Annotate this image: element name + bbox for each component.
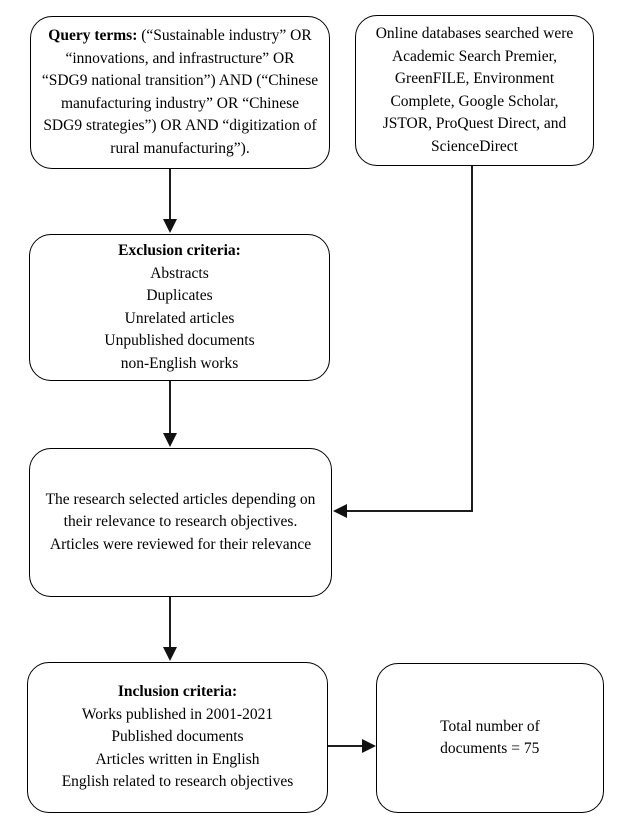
total-documents-box: Total number of documents = 75 (376, 663, 604, 813)
exclusion-criteria-content: Exclusion criteria: Abstracts Duplicates… (104, 240, 254, 375)
query-terms-body: (“Sustainable industry” OR “innovations,… (41, 27, 319, 157)
total-documents-line: documents = 75 (440, 740, 540, 757)
inclusion-item: Works published in 2001-2021 (81, 705, 274, 723)
arrow-databases-to-selection (333, 166, 473, 518)
arrow-selection-to-inclusion (163, 597, 177, 661)
databases-box: Online databases searched were Academic … (355, 15, 594, 166)
inclusion-item: Articles written in English (95, 750, 260, 768)
total-documents-line: Total number of (440, 717, 540, 735)
total-documents-content: Total number of documents = 75 (440, 716, 540, 761)
inclusion-criteria-content: Inclusion criteria: Works published in 2… (62, 681, 294, 794)
exclusion-item: non-English works (120, 354, 239, 372)
exclusion-criteria-box: Exclusion criteria: Abstracts Duplicates… (29, 234, 330, 381)
selection-process-text: The research selected articles depending… (45, 490, 316, 553)
query-terms-box: Query terms: (“Sustainable industry” OR … (30, 16, 330, 169)
query-terms-text: Query terms: (“Sustainable industry” OR … (41, 25, 319, 160)
arrow-down-icon (163, 647, 177, 661)
arrow-right-icon (362, 739, 376, 753)
databases-text: Online databases searched were Academic … (375, 25, 574, 155)
arrow-exclusion-to-selection (163, 381, 177, 447)
inclusion-item: Published documents (111, 728, 244, 746)
arrow-down-icon (163, 219, 177, 233)
inclusion-criteria-title: Inclusion criteria: (117, 683, 238, 701)
query-terms-label: Query terms: (48, 27, 138, 44)
exclusion-item: Unrelated articles (124, 309, 235, 327)
inclusion-item: English related to research objectives (61, 773, 294, 791)
exclusion-item: Unpublished documents (104, 332, 255, 349)
arrow-inclusion-to-total (328, 739, 376, 753)
exclusion-item: Abstracts (150, 264, 209, 282)
arrow-down-icon (163, 433, 177, 447)
arrow-left-icon (333, 504, 347, 518)
exclusion-item: Duplicates (146, 287, 213, 304)
exclusion-criteria-title: Exclusion criteria: (118, 242, 241, 259)
arrow-query-to-exclusion (163, 169, 177, 233)
selection-process-box: The research selected articles depending… (29, 448, 332, 597)
inclusion-criteria-box: Inclusion criteria: Works published in 2… (27, 662, 328, 813)
